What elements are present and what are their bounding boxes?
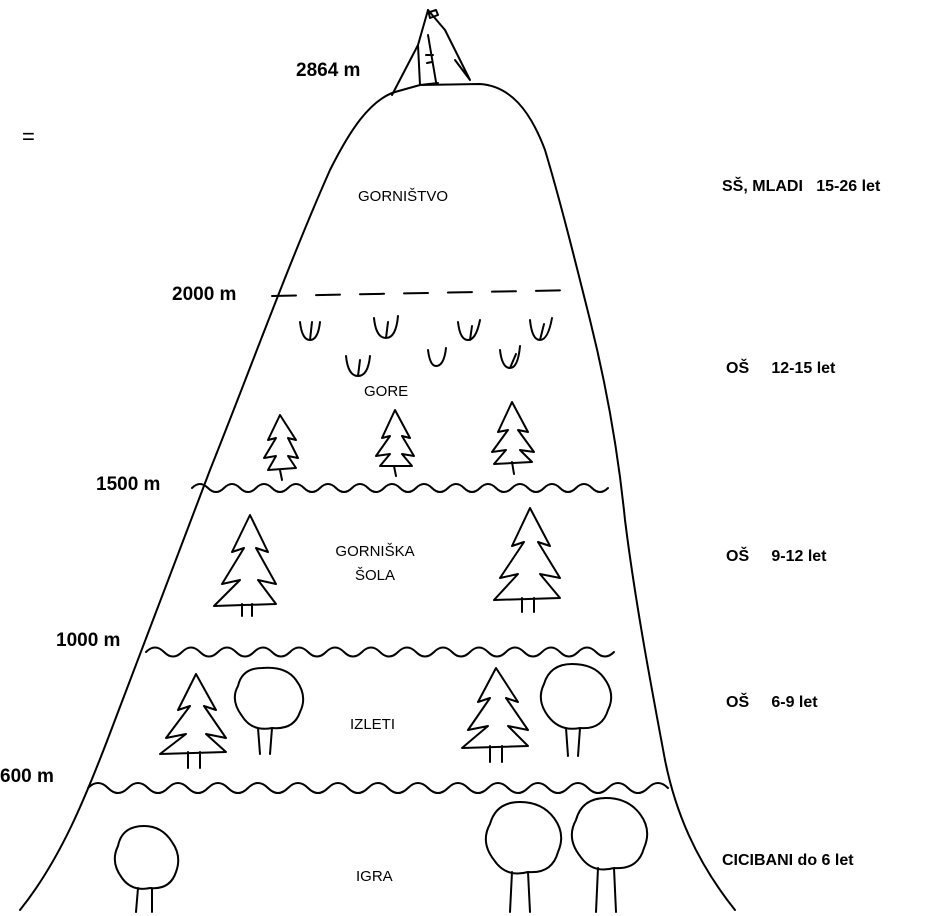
zone-label-izleti: IZLETI xyxy=(350,716,396,733)
mountain-outline xyxy=(19,83,736,911)
altitude-label-600: 600 m xyxy=(0,766,54,787)
shrub xyxy=(373,315,399,339)
shrub xyxy=(529,317,553,341)
zone-label-gorniska-line2: ŠOLA xyxy=(354,567,396,584)
shrub xyxy=(345,355,371,377)
boundary-600 xyxy=(87,782,669,794)
igra-trees xyxy=(113,797,649,913)
deciduous-tree xyxy=(484,801,563,913)
conifer-tree xyxy=(263,414,299,481)
age-label-15-26: SŠ, MLADI 15-26 let xyxy=(722,178,881,195)
altitude-label-summit: 2864 m xyxy=(296,60,361,81)
conifer-tree xyxy=(375,409,415,477)
altitude-label-2000: 2000 m xyxy=(172,284,237,305)
age-label-12-15: OŠ 12-15 let xyxy=(726,360,836,377)
shrub xyxy=(499,345,521,369)
altitude-label-1000: 1000 m xyxy=(56,630,121,651)
age-label-under-6: CICIBANI do 6 let xyxy=(722,852,854,869)
boundary-1500 xyxy=(191,483,609,493)
shrubs xyxy=(299,315,553,377)
conifer-tree xyxy=(493,507,561,613)
conifer-tree xyxy=(159,673,227,769)
age-label-6-9: OŠ 6-9 let xyxy=(726,694,818,711)
shrub xyxy=(457,319,481,341)
izleti-trees xyxy=(159,663,613,769)
conifer-tree xyxy=(213,514,277,617)
conifer-tree xyxy=(461,667,529,763)
boundary-1000 xyxy=(145,646,615,658)
zone-label-gorniska-line1: GORNIŠKA xyxy=(335,543,415,560)
zone-label-gornistvo: GORNIŠTVO xyxy=(358,188,449,205)
shrub xyxy=(299,321,321,341)
zone-label-igra: IGRA xyxy=(356,868,393,885)
deciduous-tree xyxy=(539,663,613,757)
summit-flag xyxy=(427,9,439,19)
age-label-9-12: OŠ 9-12 let xyxy=(726,548,827,565)
equals-mark: = xyxy=(22,124,35,149)
summit-hut xyxy=(391,9,471,96)
conifer-tree xyxy=(491,401,535,475)
deciduous-tree xyxy=(113,825,180,913)
deciduous-tree xyxy=(233,666,305,755)
large-conifers xyxy=(213,507,561,617)
shrub xyxy=(427,347,447,367)
altitude-label-1500: 1500 m xyxy=(96,474,161,495)
deciduous-tree xyxy=(570,797,649,913)
boundary-2000 xyxy=(271,289,579,297)
zone-label-gore: GORE xyxy=(364,383,409,400)
zone-label-gorniska-sola: GORNIŠKA ŠOLA xyxy=(330,540,420,588)
small-conifers xyxy=(263,401,535,481)
